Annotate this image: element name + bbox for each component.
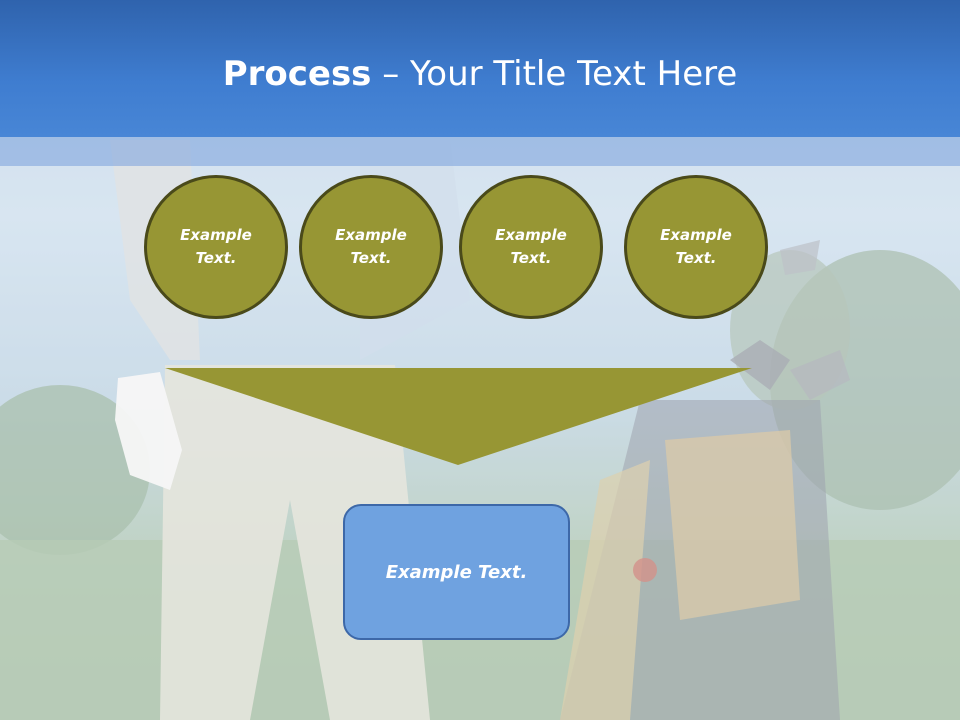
title-bar [0,0,960,137]
result-box-text: Example Text. [385,561,528,583]
title-bold: Process [222,54,372,94]
result-box[interactable]: Example Text. [343,504,570,640]
title-bar-band [0,137,960,166]
title-rest: – Your Title Text Here [371,54,738,94]
page-title: Process – Your Title Text Here [0,50,960,98]
